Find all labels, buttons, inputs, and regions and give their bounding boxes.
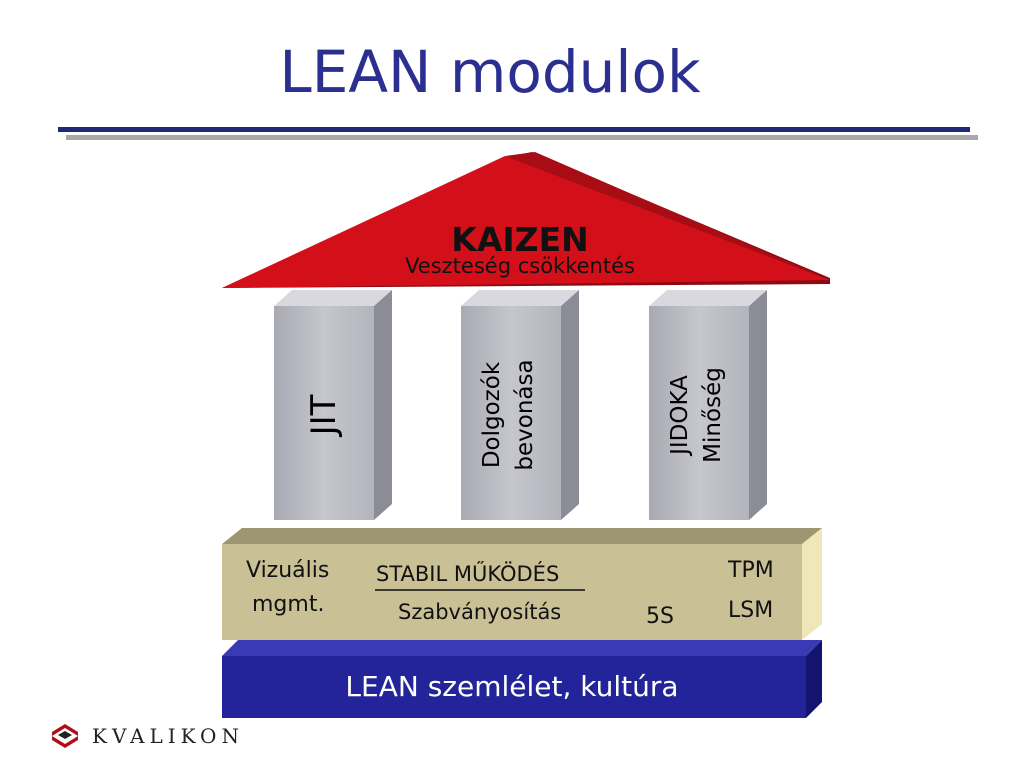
foundation-slab [222, 640, 822, 718]
title-underline [58, 127, 970, 132]
base-5s: 5S [646, 604, 674, 629]
brand-name: KVALIKON [92, 724, 244, 748]
title-underline-shadow [66, 135, 978, 140]
pillar-dolgozok [461, 290, 579, 520]
pillar-dolgozok-line2: bevonása [512, 359, 538, 471]
base-visual-line1: Vizuális [246, 558, 330, 583]
pillar-jit-label: JIT [299, 315, 349, 515]
pillar-jidoka [649, 290, 767, 520]
roof [222, 152, 830, 288]
roof-subtitle: Veszteség csökkentés [405, 254, 635, 278]
base-visual-line2: mgmt. [252, 592, 325, 617]
base-stable: STABIL MŰKÖDÉS [376, 562, 560, 586]
pillar-jit-line1: JIT [304, 394, 344, 436]
base-slab [222, 528, 822, 640]
page-title: LEAN modulok [279, 38, 701, 106]
pillar-jidoka-line2: Minőség [700, 367, 726, 463]
pillar-jidoka-label: JIDOKA Minőség [664, 315, 734, 515]
kvalikon-logo-icon [52, 724, 78, 748]
pillar-jidoka-line1: JIDOKA [667, 375, 693, 455]
base-standardization: Szabványosítás [398, 600, 562, 624]
pillar-dolgozok-line1: Dolgozók [479, 361, 505, 469]
pillar-dolgozok-label: Dolgozók bevonása [476, 315, 546, 515]
base-lsm: LSM [728, 598, 774, 623]
roof-title: KAIZEN [451, 220, 589, 259]
foundation-label: LEAN szemlélet, kultúra [345, 670, 679, 703]
pillar-jit [274, 290, 392, 520]
base-tpm: TPM [728, 558, 774, 583]
